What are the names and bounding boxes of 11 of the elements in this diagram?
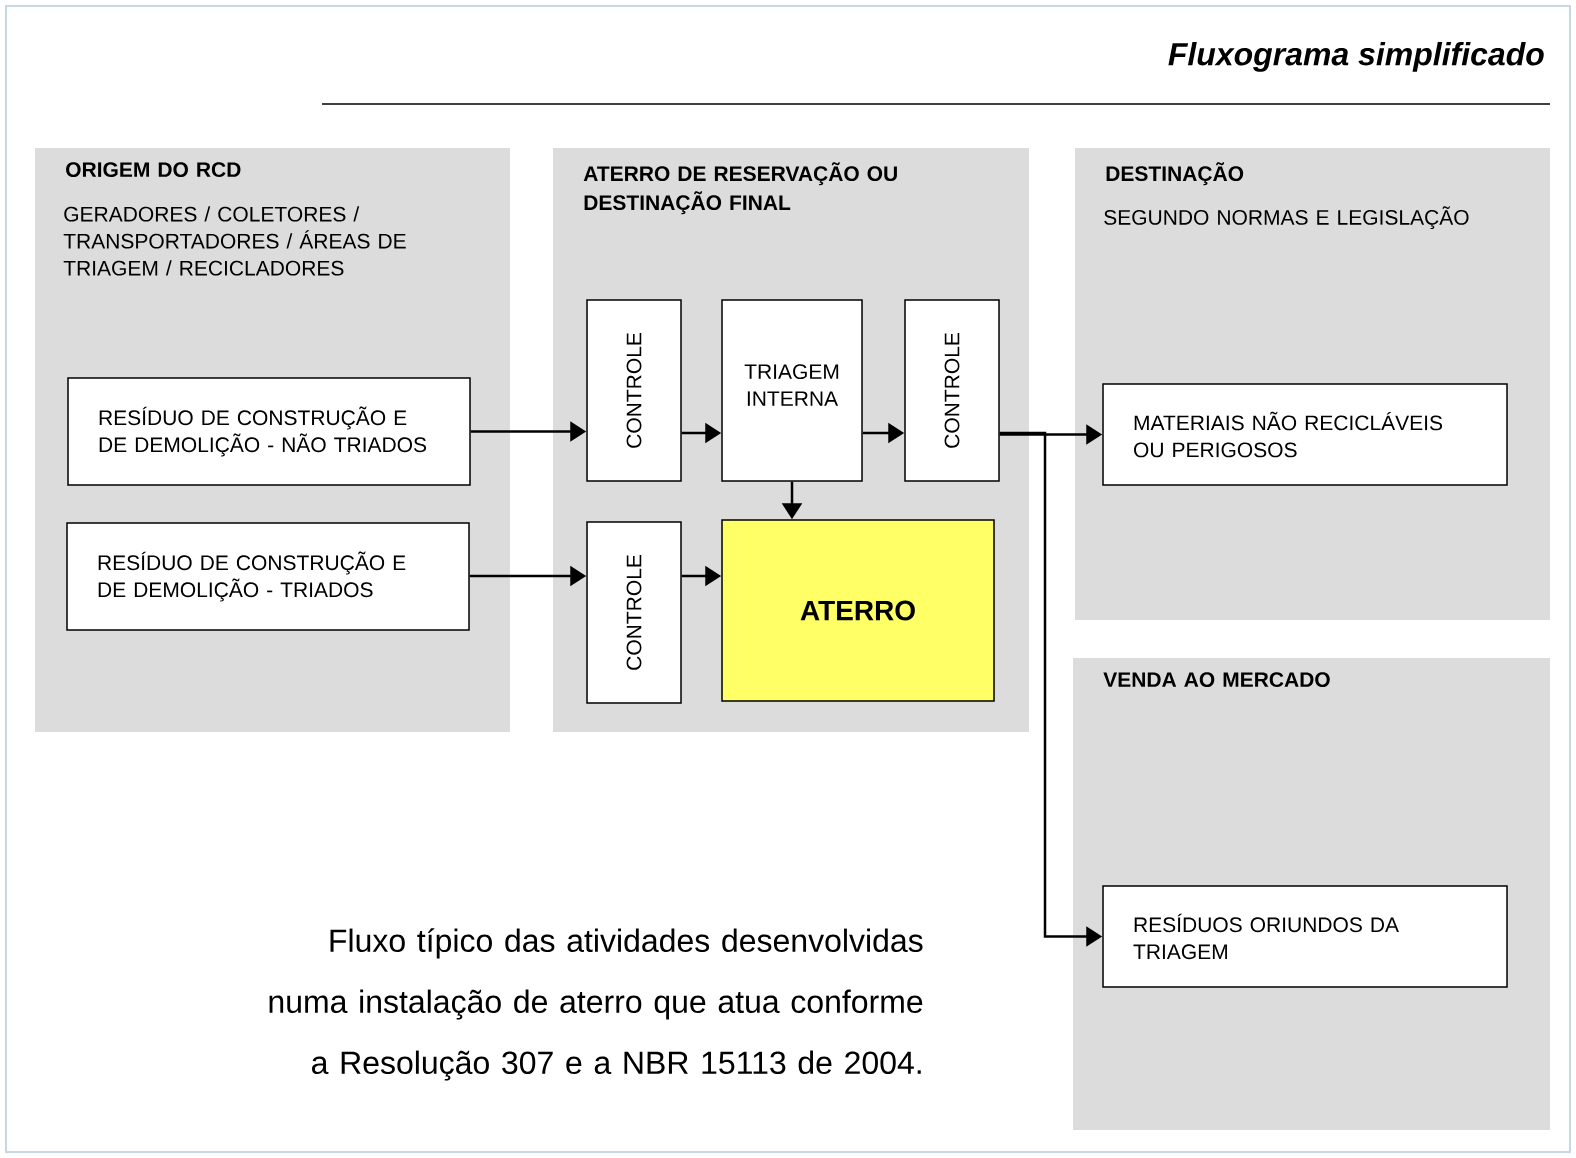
process-box: CONTROLE bbox=[586, 521, 682, 704]
process-box: TRIAGEM INTERNA bbox=[721, 299, 863, 482]
process-box: RESÍDUO DE CONSTRUÇÃO E DE DEMOLIÇÃO - NÃO TRIADOS bbox=[67, 377, 471, 486]
process-box: CONTROLE bbox=[586, 299, 682, 482]
process-box: MATERIAIS NÃO RECICLÁVEIS OU PERIGOSOS bbox=[1102, 383, 1508, 486]
process-box: CONTROLE bbox=[904, 299, 1000, 482]
process-box: RESÍDUOS ORIUNDOS DA TRIAGEM bbox=[1102, 885, 1508, 988]
landfill-box: ATERRO bbox=[721, 519, 995, 702]
title: Fluxograma simplificado bbox=[1168, 42, 1544, 72]
process-box: RESÍDUO DE CONSTRUÇÃO E DE DEMOLIÇÃO - TRIADOS bbox=[66, 522, 470, 631]
caption: Fluxo típico das atividades desenvolvidas numa instalação de aterro que atua conforme a Resolução 307 e a NBR 15113 de 2004. bbox=[269, 928, 923, 1081]
